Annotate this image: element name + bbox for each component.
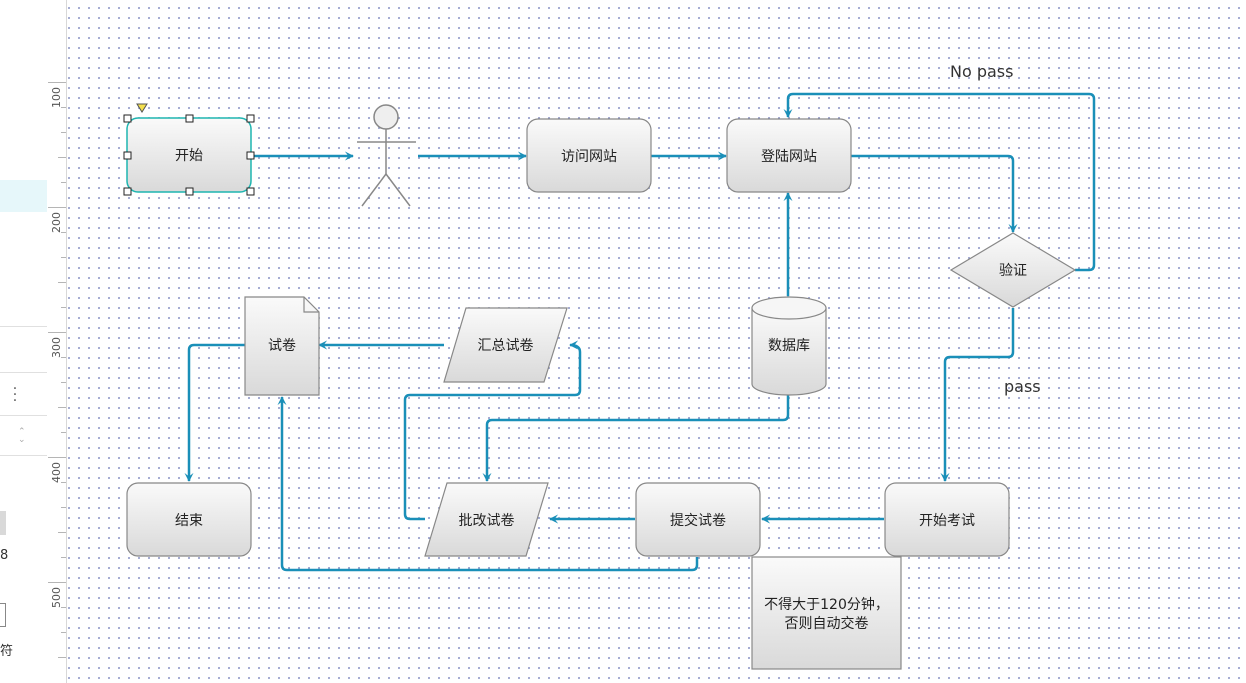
- ruler-minor-tick: [61, 107, 66, 108]
- shape-preview-icon[interactable]: [0, 603, 6, 627]
- submit-paper-label: 提交试卷: [670, 512, 726, 529]
- selection-handles[interactable]: [123, 114, 255, 196]
- ruler-minor-tick: [58, 657, 66, 658]
- ruler-minor-tick: [61, 307, 66, 308]
- ruler-tick: [48, 582, 66, 583]
- summary-paper-label: 汇总试卷: [477, 338, 534, 354]
- panel-divider: [0, 326, 47, 327]
- rotate-handle-icon[interactable]: [136, 103, 148, 113]
- panel-label: 符: [0, 644, 14, 659]
- ruler-minor-tick: [61, 632, 66, 633]
- ruler-minor-tick: [61, 432, 66, 433]
- panel-selected-item[interactable]: [0, 180, 47, 212]
- visit-site-node[interactable]: [526, 118, 652, 193]
- submit-paper-node[interactable]: [635, 482, 761, 557]
- ruler-tick: [48, 457, 66, 458]
- note-line-1: 不得大于120分钟，: [764, 597, 889, 613]
- visit-site-label: 访问网站: [561, 148, 617, 165]
- user-actor-icon[interactable]: [357, 104, 416, 207]
- ruler-minor-tick: [58, 407, 66, 408]
- vertical-ruler: 100 200 300 400 500: [48, 0, 67, 683]
- edge-login-to-verify[interactable]: [851, 154, 1018, 233]
- panel-divider: [0, 455, 47, 456]
- time-limit-note[interactable]: [751, 556, 902, 670]
- start-exam-node[interactable]: [884, 482, 1010, 557]
- color-swatch[interactable]: [0, 511, 6, 535]
- edge-submit-to-paper[interactable]: [277, 396, 699, 572]
- ruler-tick: [48, 332, 66, 333]
- ruler-minor-tick: [58, 157, 66, 158]
- paper-label: 试卷: [268, 338, 296, 354]
- ruler-minor-tick: [61, 182, 66, 183]
- ruler-minor-tick: [61, 257, 66, 258]
- panel-divider: [0, 415, 47, 416]
- ruler-minor-tick: [61, 557, 66, 558]
- ruler-minor-tick: [61, 482, 66, 483]
- start-node-label: 开始: [175, 148, 203, 164]
- database-node[interactable]: [751, 296, 827, 396]
- grade-paper-label: 批改试卷: [458, 512, 515, 529]
- note-line-2: 否则自动交卷: [784, 616, 869, 632]
- pass-label: pass: [1004, 377, 1041, 396]
- paper-document-node[interactable]: [244, 296, 320, 396]
- ruler-minor-tick: [61, 357, 66, 358]
- verify-label: 验证: [999, 263, 1027, 279]
- ruler-minor-tick: [61, 382, 66, 383]
- edge-paper-to-end[interactable]: [184, 343, 245, 482]
- panel-value: 8: [0, 548, 9, 563]
- database-label: 数据库: [768, 338, 810, 354]
- ruler-minor-tick: [61, 607, 66, 608]
- edge-grade-to-summary[interactable]: [403, 340, 582, 521]
- summary-paper-node[interactable]: [443, 307, 568, 383]
- end-node[interactable]: [126, 482, 252, 557]
- ruler-minor-tick: [61, 232, 66, 233]
- no-pass-label: No pass: [950, 62, 1014, 81]
- edge-database-to-grade[interactable]: [482, 395, 790, 482]
- end-node-label: 结束: [175, 512, 203, 529]
- ruler-minor-tick: [58, 282, 66, 283]
- login-site-node[interactable]: [726, 118, 852, 193]
- login-site-label: 登陆网站: [761, 148, 817, 165]
- start-exam-label: 开始考试: [919, 512, 975, 529]
- stepper-arrows-icon[interactable]: ⌃⌄: [18, 427, 26, 445]
- ruler-minor-tick: [61, 132, 66, 133]
- side-panel: ··· ⌃⌄ 8 符: [0, 0, 49, 683]
- ruler-minor-tick: [58, 532, 66, 533]
- ruler-tick: [48, 82, 66, 83]
- ruler-tick: [48, 207, 66, 208]
- grade-paper-node[interactable]: [424, 482, 549, 557]
- ruler-minor-tick: [61, 507, 66, 508]
- edge-verify-no-pass[interactable]: [783, 92, 1096, 272]
- panel-divider: [0, 372, 47, 373]
- verify-decision-node[interactable]: [949, 232, 1077, 308]
- more-options-icon[interactable]: ···: [12, 381, 18, 409]
- edge-verify-pass[interactable]: [940, 308, 1015, 482]
